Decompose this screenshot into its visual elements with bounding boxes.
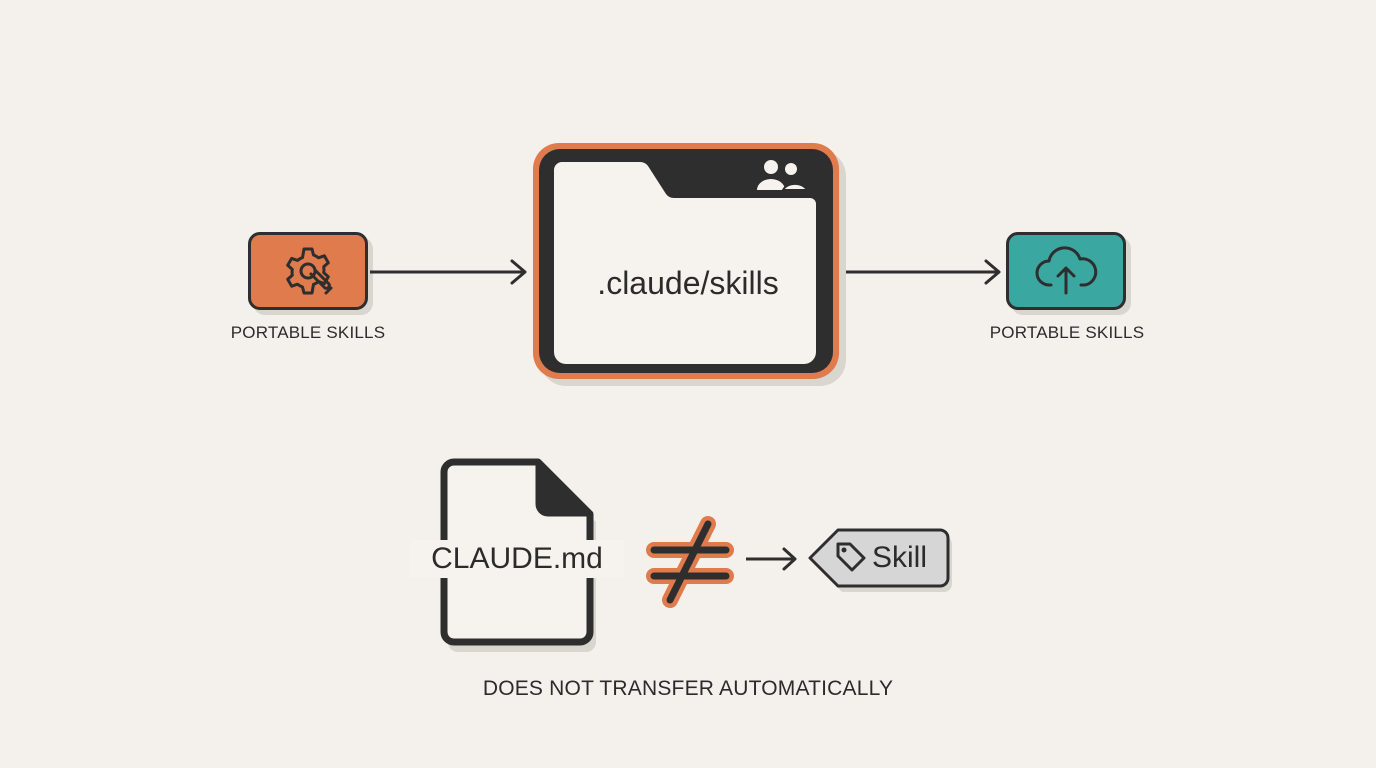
- tag-icon: [836, 542, 866, 572]
- users-icon: [757, 160, 809, 191]
- left-node-label: PORTABLE SKILLS: [230, 323, 386, 342]
- cloud-upload-icon: [1035, 246, 1098, 295]
- arrow-to-skill-tag: [746, 547, 797, 571]
- portable-skills-destination-tile: [1006, 232, 1126, 310]
- arrow-from-folder: [846, 259, 1001, 285]
- gear-wrench-icon: [286, 247, 333, 295]
- skills-folder: [533, 143, 846, 386]
- skill-tag-label: Skill: [872, 541, 928, 574]
- arrow-to-folder: [370, 259, 527, 285]
- right-node-label: PORTABLE SKILLS: [989, 323, 1145, 342]
- skill-tag: [808, 528, 952, 592]
- portable-skills-source-tile: [248, 232, 368, 310]
- transfer-caption: DOES NOT TRANSFER AUTOMATICALLY: [482, 677, 894, 700]
- folder-path-label: .claude/skills: [597, 265, 779, 301]
- file-name-label: CLAUDE.md: [410, 540, 624, 578]
- not-equal-symbol: [646, 516, 734, 608]
